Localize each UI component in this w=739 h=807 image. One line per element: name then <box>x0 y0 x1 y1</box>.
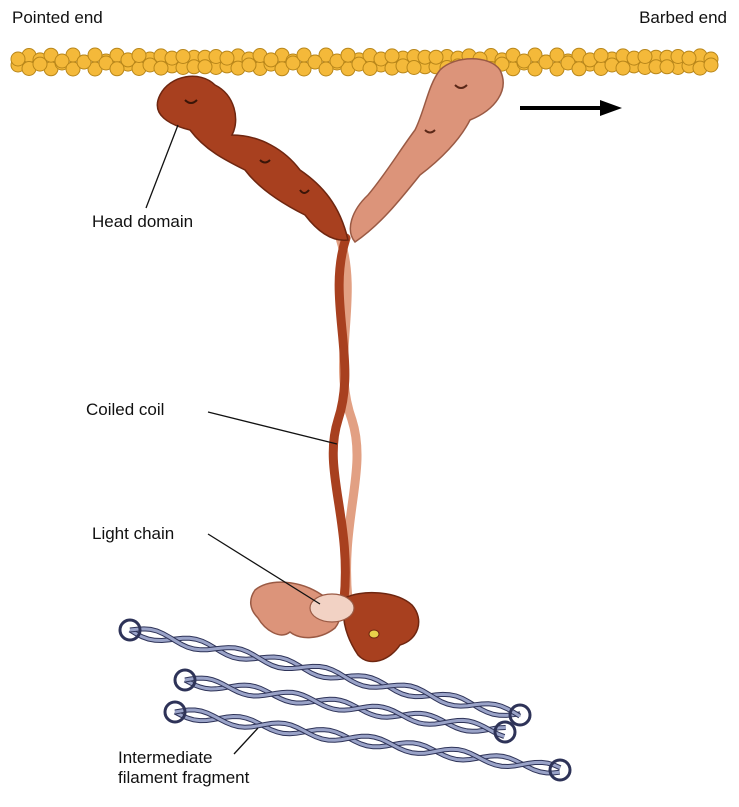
actin-monomer <box>594 49 608 63</box>
actin-monomer <box>363 62 377 76</box>
pointed-end-label: Pointed end <box>12 8 103 28</box>
light-chain-label: Light chain <box>92 524 174 544</box>
light-chain-complex <box>251 582 419 661</box>
actin-monomer <box>176 50 190 64</box>
coiled-coil <box>333 238 357 600</box>
intermediate-filament-label-line2: filament fragment <box>118 768 249 788</box>
actin-monomer <box>198 60 212 74</box>
actin-monomer <box>638 50 652 64</box>
actin-monomer <box>429 50 443 64</box>
actin-monomer <box>704 58 718 72</box>
actin-monomer <box>242 58 256 72</box>
intermediate-filament-label-line1: Intermediate <box>118 748 249 768</box>
actin-monomer <box>616 61 630 75</box>
filament-strand <box>130 629 520 716</box>
light-chain <box>310 594 354 622</box>
coiled-coil-leader <box>208 412 337 444</box>
barbed-end-label: Barbed end <box>639 8 727 28</box>
actin-monomer <box>682 51 696 65</box>
filament-strand-outline <box>130 629 520 716</box>
head-domain-label: Head domain <box>92 212 193 232</box>
coiled-coil-label: Coiled coil <box>86 400 164 420</box>
filament-strand-outline <box>130 630 520 715</box>
actin-monomer <box>220 51 234 65</box>
head-domain-leader <box>146 125 178 208</box>
actin-monomer <box>154 61 168 75</box>
actin-filament <box>11 48 718 76</box>
filament-strand <box>130 630 520 715</box>
actin-monomer <box>407 61 421 75</box>
arrow-right-icon <box>520 100 622 116</box>
actin-monomer <box>132 49 146 63</box>
filament-end-loop <box>550 760 570 780</box>
actin-monomer <box>11 52 25 66</box>
actin-monomer <box>385 49 399 63</box>
head-domain-right <box>350 59 503 242</box>
actin-monomer <box>660 60 674 74</box>
intermediate-filament-label: Intermediate filament fragment <box>118 748 249 788</box>
